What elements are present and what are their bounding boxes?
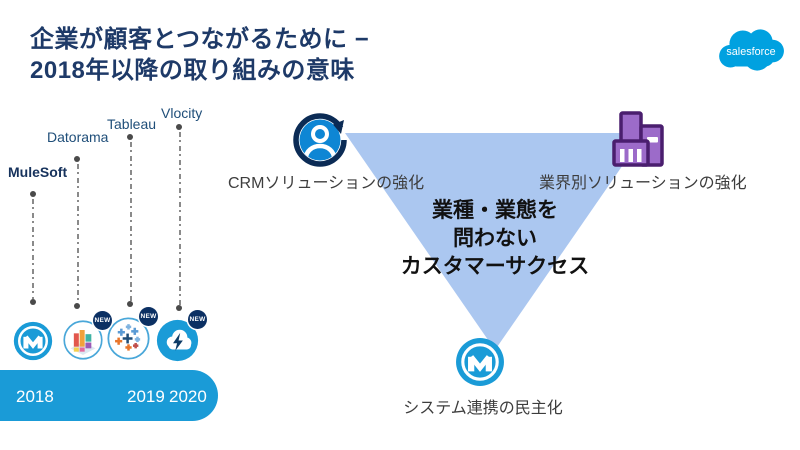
- crm-solution-label: CRMソリューションの強化: [228, 175, 425, 192]
- salesforce-cloud-icon: salesforce: [719, 29, 784, 71]
- connector-line: [130, 142, 132, 301]
- connector-dot: [74, 156, 80, 162]
- connector-dot: [30, 191, 36, 197]
- year-2018: 2018: [16, 387, 54, 406]
- connector-dot: [176, 124, 182, 130]
- title-line-1: 企業が顧客とつながるために −: [30, 26, 370, 53]
- connector-dot: [30, 299, 36, 305]
- year-bar: 2018 2019 2020: [0, 370, 218, 421]
- triangle-shape: [345, 133, 645, 350]
- title-line-2: 2018年以降の取り組みの意味: [30, 57, 355, 84]
- year-2019: 2019: [127, 387, 165, 406]
- new-badge: NEW: [93, 311, 112, 330]
- customer-success-text: 業種・業態を 問わない カスタマーサクセス: [345, 197, 645, 281]
- page-title: 企業が顧客とつながるために − 2018年以降の取り組みの意味: [30, 24, 369, 86]
- connector-line: [179, 132, 181, 305]
- buildings-icon: [612, 111, 664, 167]
- connector-dot: [127, 134, 133, 140]
- year-2020: 2020: [169, 387, 207, 406]
- mulesoft-icon: [456, 338, 504, 386]
- center-line-1: 業種・業態を: [432, 199, 558, 222]
- connector-dot: [176, 305, 182, 311]
- timeline-label-datorama: Datorama: [47, 129, 109, 145]
- vlocity-icon: [156, 319, 199, 362]
- new-badge: NEW: [139, 307, 158, 326]
- tableau-icon: [107, 317, 150, 360]
- connector-line: [77, 164, 79, 303]
- connector-line: [32, 199, 34, 299]
- timeline-label-tableau: Tableau: [107, 116, 157, 132]
- system-integration-label: システム連携の民主化: [403, 400, 563, 417]
- new-badge: NEW: [188, 310, 207, 329]
- salesforce-logo-text: salesforce: [726, 46, 775, 58]
- timeline-label-mulesoft: MuleSoft: [8, 164, 68, 180]
- connector-dot: [127, 301, 133, 307]
- crm-user-icon: [293, 113, 347, 167]
- timeline-label-vlocity: Vlocity: [161, 105, 203, 121]
- mulesoft-logo-icon: [13, 321, 53, 361]
- center-line-2: 問わない: [453, 227, 537, 250]
- center-line-3: カスタマーサクセス: [400, 255, 590, 278]
- connector-dot: [74, 303, 80, 309]
- datorama-icon: [63, 320, 103, 360]
- industry-solution-label: 業界別ソリューションの強化: [539, 175, 747, 192]
